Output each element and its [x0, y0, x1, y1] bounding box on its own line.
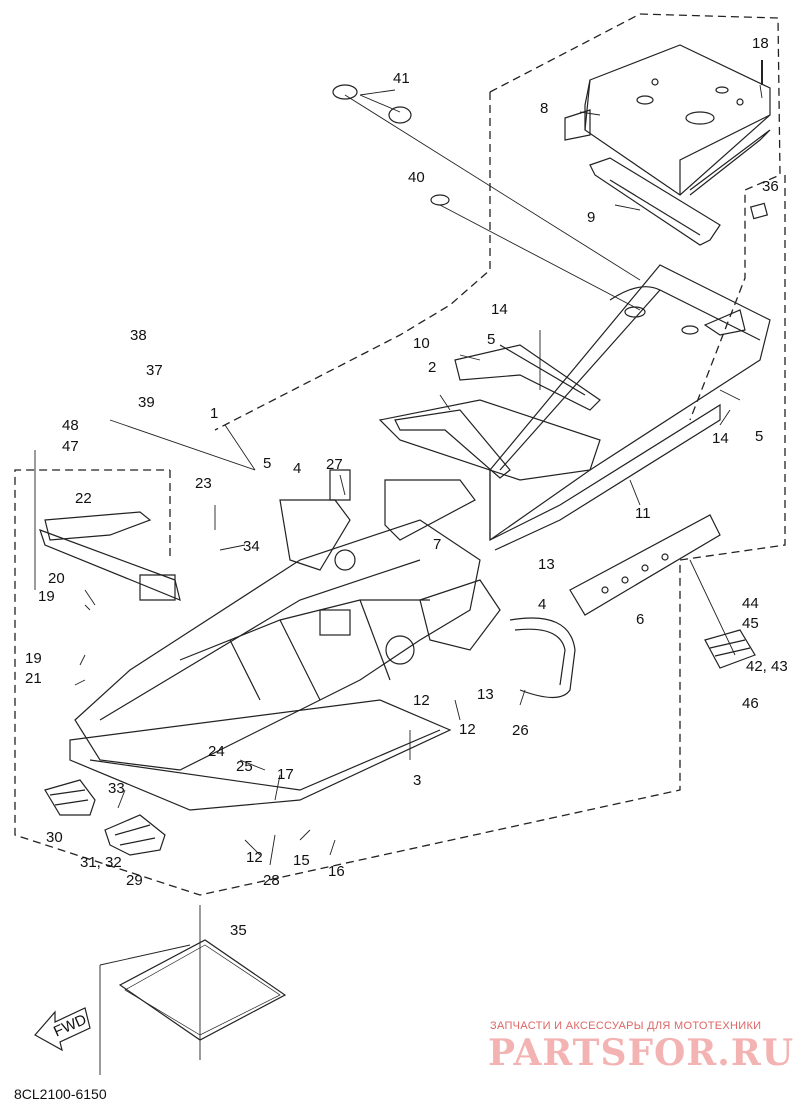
- callout-12c: 12: [246, 849, 263, 866]
- callout-24: 24: [208, 743, 225, 760]
- callout-4a: 4: [293, 460, 301, 477]
- seat-assembly: [564, 44, 771, 196]
- callout-18: 18: [752, 35, 769, 52]
- callout-47: 47: [62, 438, 79, 455]
- callout-12b: 12: [459, 721, 476, 738]
- callout-30: 30: [46, 829, 63, 846]
- callout-9: 9: [587, 209, 595, 226]
- grommet-41a: [332, 84, 358, 100]
- stirrup-30: [44, 779, 96, 816]
- callout-45: 45: [742, 615, 759, 632]
- callout-11: 11: [635, 505, 651, 522]
- part-42-43: [704, 629, 756, 669]
- callout-21: 21: [25, 670, 42, 687]
- callout-35: 35: [230, 922, 247, 939]
- callout-5b: 5: [755, 428, 763, 445]
- callout-labels: 1 2 3 4 4 5 5 5 6 7 8 9 10 11 12 12 12 1…: [25, 35, 788, 939]
- callout-48: 48: [62, 417, 79, 434]
- callout-5a: 5: [487, 331, 495, 348]
- callout-19b: 19: [25, 650, 42, 667]
- callout-34: 34: [243, 538, 260, 555]
- callout-42-43: 42, 43: [746, 658, 788, 675]
- callout-14a: 14: [491, 301, 508, 318]
- seat-rail: [589, 157, 721, 246]
- callout-6: 6: [636, 611, 644, 628]
- stirrup-29: [104, 814, 166, 856]
- floor-mat-35-inner: [124, 944, 281, 1036]
- callout-17: 17: [277, 766, 294, 783]
- fwd-arrow-icon: FWD: [34, 1007, 91, 1052]
- grommet-40: [430, 194, 450, 206]
- callout-4b: 4: [538, 596, 546, 613]
- callout-20: 20: [48, 570, 65, 587]
- callout-37: 37: [146, 362, 163, 379]
- callout-19a: 19: [38, 588, 55, 605]
- side-guard: [509, 617, 576, 699]
- callout-16: 16: [328, 863, 345, 880]
- callout-39: 39: [138, 394, 155, 411]
- callout-29: 29: [126, 872, 143, 889]
- callout-33: 33: [108, 780, 125, 797]
- watermark-tagline: ЗАПЧАСТИ И АКСЕССУАРЫ ДЛЯ МОТОТЕХНИКИ: [490, 1020, 762, 1032]
- floor-mat-35: [118, 939, 287, 1041]
- callout-10: 10: [413, 335, 430, 352]
- grommet-41b: [388, 106, 412, 124]
- brackets-6-7: [384, 479, 721, 616]
- callout-7: 7: [433, 536, 441, 553]
- callout-13b: 13: [477, 686, 494, 703]
- diagram-code: 8CL2100-6150: [14, 1086, 107, 1102]
- callout-1: 1: [210, 405, 218, 422]
- callout-5c: 5: [263, 455, 271, 472]
- callout-13a: 13: [538, 556, 555, 573]
- callout-14b: 14: [712, 430, 729, 447]
- callout-40: 40: [408, 169, 425, 186]
- callout-8: 8: [540, 100, 548, 117]
- part-36-pad: [749, 202, 769, 220]
- callout-31-32: 31, 32: [80, 854, 122, 871]
- leader-lines: [34, 84, 763, 1075]
- rear-frame: [378, 264, 771, 551]
- watermark-brand: PARTSFOR.RU: [488, 1032, 795, 1074]
- callout-38: 38: [130, 327, 147, 344]
- callout-36: 36: [762, 178, 779, 195]
- callout-28: 28: [263, 872, 280, 889]
- callout-44: 44: [742, 595, 759, 612]
- rail-2-10: [394, 344, 601, 479]
- group-outlines: [14, 13, 786, 896]
- front-handle: [39, 511, 181, 602]
- main-frame: [74, 469, 501, 771]
- callout-22: 22: [75, 490, 92, 507]
- skid-plate: [69, 699, 452, 811]
- callout-27: 27: [326, 456, 343, 473]
- callout-26: 26: [512, 722, 529, 739]
- callout-12a: 12: [413, 692, 430, 709]
- callout-25: 25: [236, 758, 253, 775]
- callout-41: 41: [393, 70, 410, 87]
- callout-23: 23: [195, 475, 212, 492]
- callout-2: 2: [428, 359, 436, 376]
- callout-15: 15: [293, 852, 310, 869]
- callout-46: 46: [742, 695, 759, 712]
- callout-3: 3: [413, 772, 421, 789]
